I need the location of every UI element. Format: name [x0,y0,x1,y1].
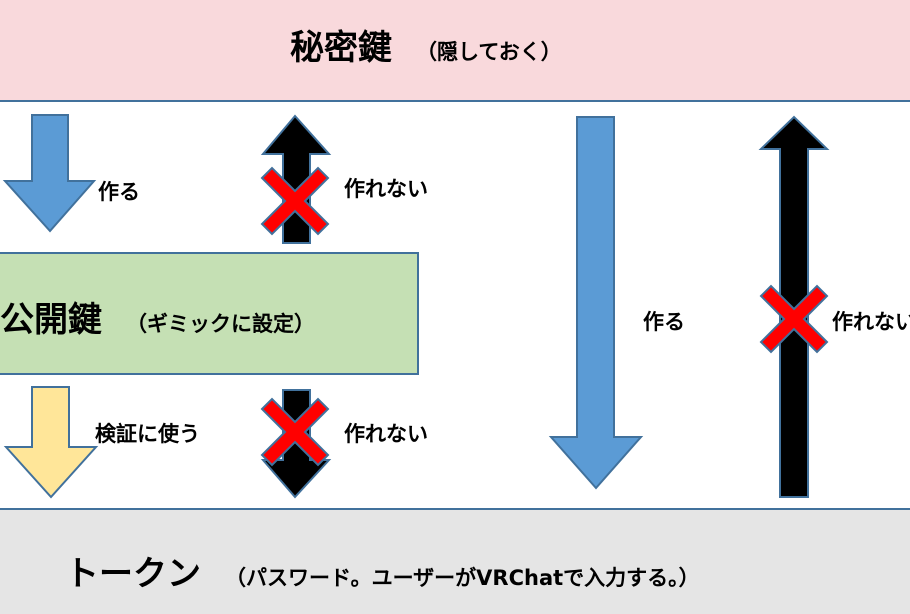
label-make: 作る [643,310,685,334]
private-key-title: 秘密鍵 [290,28,392,68]
arrow-down-private-to-token [548,116,644,490]
public-key-box [0,252,419,375]
label-verify: 検証に使う [95,422,200,446]
cross-icon [260,397,330,467]
arrow-down-private-to-public [2,114,97,233]
token-heading: トークン （パスワード。ユーザーがVRChatで入力する。） [65,546,700,595]
label-cannot-make: 作れない [344,422,428,446]
arrow-down-public-to-token [3,386,99,499]
cross-icon [759,284,829,354]
token-note: （パスワード。ユーザーがVRChatで入力する。） [225,566,700,590]
private-key-band [0,0,910,102]
token-title: トークン [65,554,201,594]
public-key-title: 公開鍵 [0,300,102,340]
label-cannot-make: 作れない [832,310,910,334]
private-key-note: （隠しておく） [416,40,562,64]
private-key-heading: 秘密鍵 （隠しておく） [290,20,562,69]
arrow-up-token-to-private [758,115,830,498]
public-key-heading: 公開鍵 （ギミックに設定） [0,292,315,341]
label-cannot-make: 作れない [344,177,428,201]
label-make: 作る [98,180,140,204]
token-band [0,508,910,614]
cross-icon [260,166,330,236]
arrow-up-public-to-private [260,114,332,244]
public-key-note: （ギミックに設定） [126,312,315,336]
